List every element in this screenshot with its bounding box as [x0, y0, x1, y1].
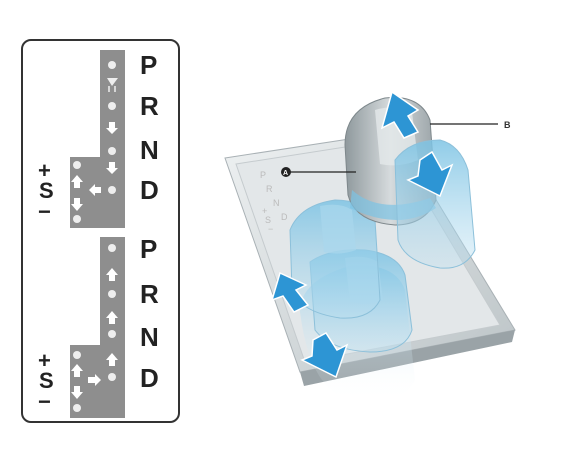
callout-a-label: A: [283, 170, 288, 177]
slot-letter-d: D: [281, 212, 288, 222]
detent-minus: [73, 215, 81, 223]
arrow-right-icon: [88, 374, 101, 386]
arrow-left-icon: [89, 184, 101, 196]
callout-b: B: [430, 120, 511, 130]
detent-p: [108, 61, 116, 69]
detent-d: [108, 186, 116, 194]
detent-n: [108, 147, 116, 155]
detent-plus: [73, 351, 81, 359]
mode-label-minus: −: [38, 389, 51, 414]
arrow-up-icon: [106, 268, 118, 281]
callout-b-label: B: [504, 120, 511, 130]
arrow-down-icon: [106, 122, 118, 134]
lever-ghost-upper: [394, 139, 476, 269]
arrow-up-icon: [71, 364, 83, 377]
gear-label-p: P: [140, 234, 157, 264]
arrow-up-icon: [106, 353, 118, 366]
gate-plate-1: [70, 50, 125, 228]
arrow-up-icon: [71, 175, 83, 188]
panel-frame: [21, 39, 180, 423]
arrow-down-icon: [406, 150, 454, 198]
slot-letter-p: P: [260, 170, 266, 180]
mode-label-minus: −: [38, 199, 51, 224]
arrow-down-icon: [106, 162, 118, 174]
slot-letter-n: N: [273, 198, 280, 208]
arrow-up-icon: [106, 311, 118, 324]
arrow-down-icon: [107, 78, 118, 86]
gear-label-n: N: [140, 322, 159, 352]
mode-label-plus: +: [38, 348, 51, 373]
shift-diagram-1: P R N D + S −: [38, 50, 159, 228]
gear-label-n: N: [140, 135, 159, 165]
slot-letter-minus: −: [268, 224, 273, 234]
detent-r: [108, 290, 116, 298]
detent-minus: [73, 404, 81, 412]
arrow-down-icon: [71, 386, 83, 399]
mode-label-s: S: [39, 368, 54, 393]
slot-letter-r: R: [266, 184, 273, 194]
arrow-up-icon: [380, 90, 420, 139]
gear-label-d: D: [140, 175, 159, 205]
gate-plate-2: [70, 237, 125, 418]
gear-label-r: R: [140, 279, 159, 309]
detent-d: [108, 373, 116, 381]
arrow-up-icon: [270, 271, 310, 313]
detent-n: [108, 330, 116, 338]
gear-label-p: P: [140, 50, 157, 80]
mode-label-plus: +: [38, 158, 51, 183]
slot-letter-s: S: [265, 215, 271, 225]
lever-ghost-middle: [289, 199, 381, 319]
slot-letter-plus: +: [262, 206, 267, 216]
callout-a: A: [281, 167, 356, 177]
detent-p: [108, 244, 116, 252]
arrow-down-icon: [71, 198, 83, 211]
arrow-down-icon: [300, 332, 349, 379]
gate-slot-letters: P R N D + S −: [260, 170, 288, 234]
mode-label-s: S: [39, 178, 54, 203]
detent-r: [108, 102, 116, 110]
gear-label-d: D: [140, 363, 159, 393]
shift-diagram-2: P R N D + S −: [38, 234, 159, 418]
detent-plus: [73, 161, 81, 169]
motion-arrows: [270, 90, 454, 379]
gear-label-r: R: [140, 91, 159, 121]
